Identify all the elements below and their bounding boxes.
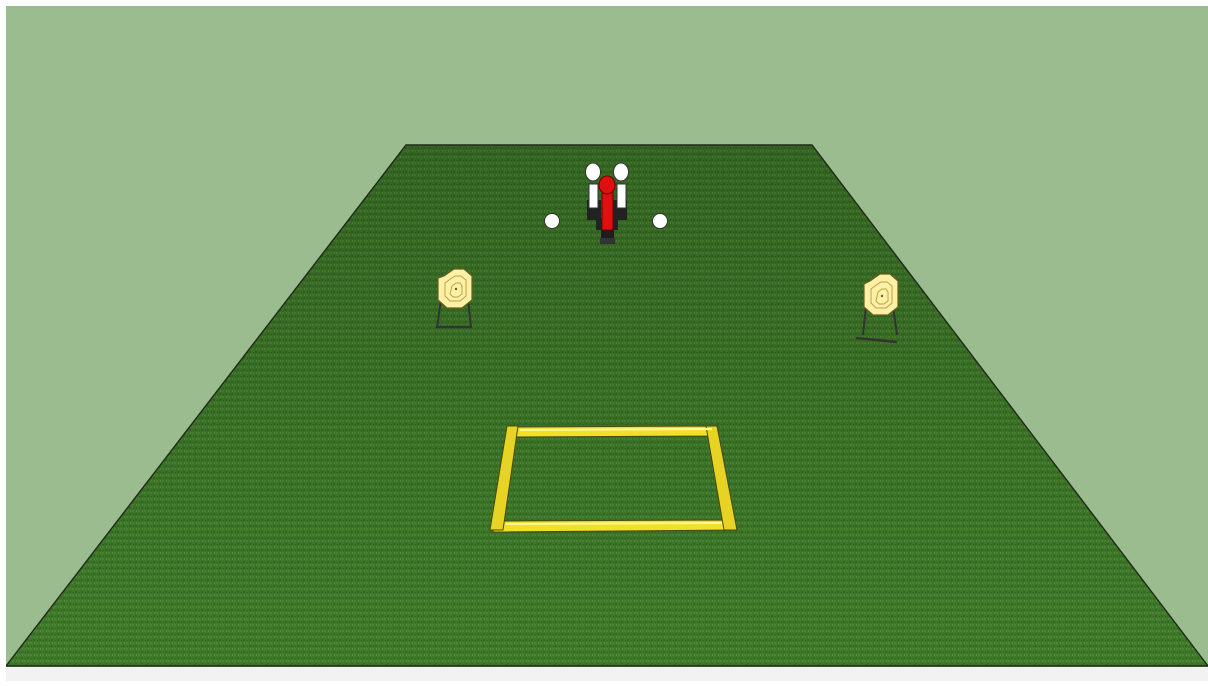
plate-target-left[interactable] [545,214,560,229]
plate-target-right[interactable] [653,214,668,229]
viewport-bottom-edge [6,667,1208,681]
3d-viewport[interactable] [6,6,1208,681]
shooting-range-scene [6,6,1208,681]
